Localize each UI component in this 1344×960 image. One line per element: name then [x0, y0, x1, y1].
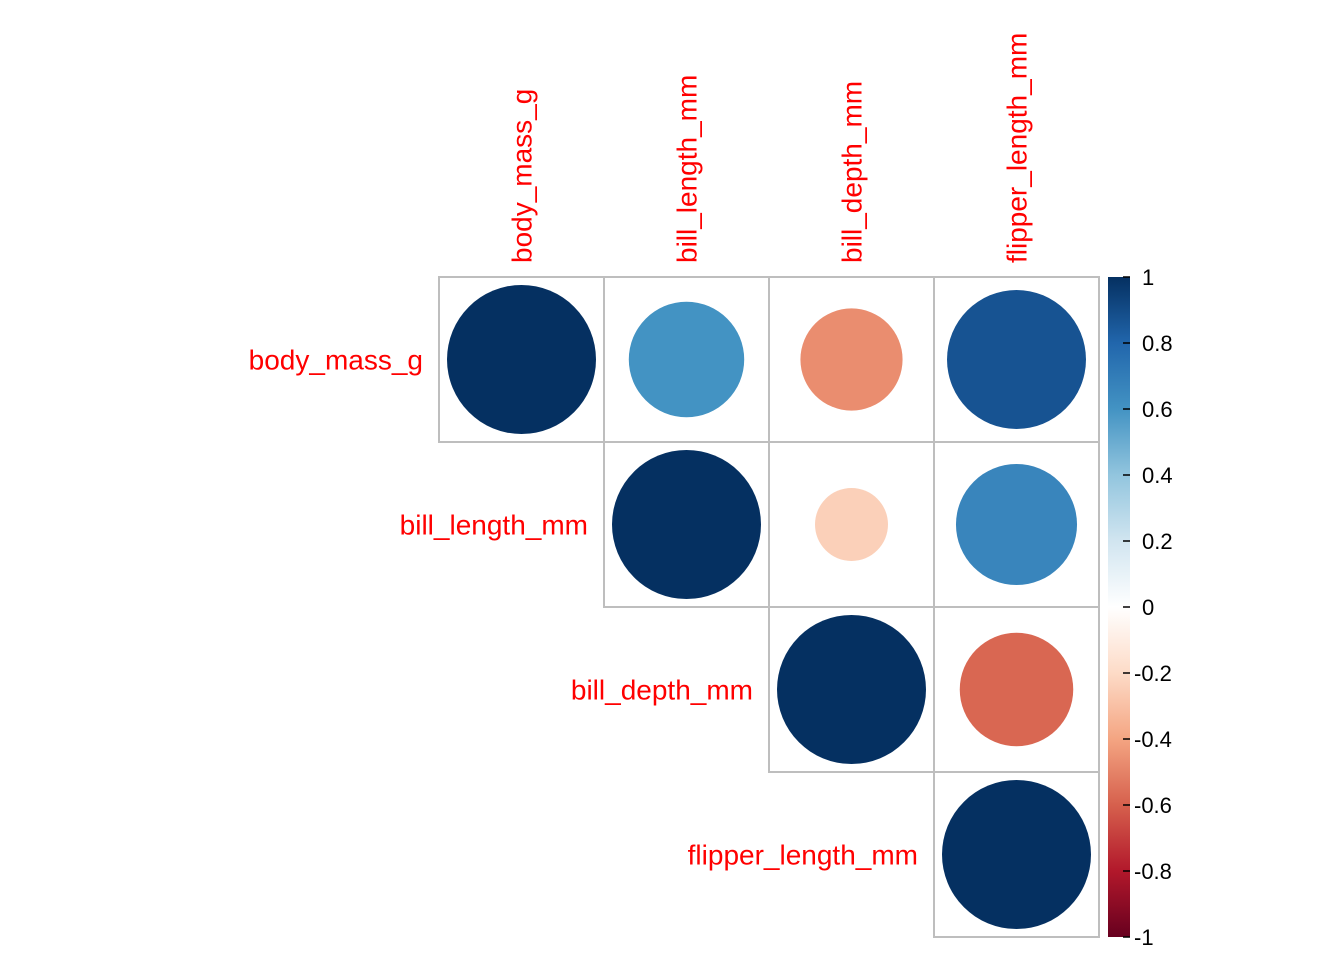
corr-circle-body_mass_g-flipper_length_mm — [947, 290, 1086, 429]
colorbar-tick-label: 0.6 — [1142, 397, 1173, 422]
colorbar-tick-label: -0.2 — [1134, 661, 1172, 686]
colorbar-gradient — [1108, 277, 1130, 937]
corr-circle-body_mass_g-bill_length_mm — [628, 301, 745, 418]
row-label-bill_length_mm: bill_length_mm — [400, 510, 588, 541]
colorbar-tick-label: 1 — [1142, 265, 1154, 290]
row-label-bill_depth_mm: bill_depth_mm — [571, 675, 753, 706]
corr-circle-bill_depth_mm-bill_depth_mm — [777, 615, 926, 764]
row-labels: body_mass_g bill_length_mm bill_depth_mmfl… — [249, 345, 918, 871]
col-label-bill_length_mm: bill_length_mm — [672, 75, 703, 263]
colorbar-tick-label: -0.6 — [1134, 793, 1172, 818]
col-label-flipper_length_mm: flipper_length_mm — [1002, 33, 1033, 263]
corr-circle-body_mass_g-bill_depth_mm — [800, 308, 903, 411]
corr-circle-flipper_length_mm-flipper_length_mm — [942, 780, 1091, 929]
cell-grid — [438, 276, 1100, 938]
cell-flipper_length_mm-flipper_length_mm — [933, 771, 1100, 938]
col-label-bill_depth_mm: bill_depth_mm — [837, 81, 868, 263]
corr-circle-bill_length_mm-flipper_length_mm — [955, 463, 1078, 586]
colorbar-tick-label: -0.8 — [1134, 859, 1172, 884]
col-label-body_mass_g: body_mass_g — [507, 89, 538, 263]
colorbar-tick-label: -0.4 — [1134, 727, 1172, 752]
column-labels: body_mass_g bill_length_mm bill_depth_mm fl… — [507, 33, 1033, 263]
colorbar-tick-label: -1 — [1134, 925, 1154, 950]
row-label-body_mass_g: body_mass_g — [249, 345, 423, 376]
corr-circle-bill_length_mm-bill_length_mm — [612, 450, 761, 599]
row-label-flipper_length_mm: flipper_length_mm — [688, 840, 918, 871]
corr-circle-body_mass_g-body_mass_g — [447, 285, 596, 434]
corr-circle-bill_depth_mm-flipper_length_mm — [959, 632, 1074, 747]
colorbar-tick-label: 0 — [1142, 595, 1154, 620]
colorbar: 1 0.8 0.6 0.4 0.2 0 -0.2 -0.4 -0.6 -0.8 -1 — [1108, 265, 1173, 950]
colorbar-tick-label: 0.4 — [1142, 463, 1173, 488]
colorbar-tick-label: 0.8 — [1142, 331, 1173, 356]
colorbar-tick-label: 0.2 — [1142, 529, 1173, 554]
corr-circle-bill_length_mm-bill_depth_mm — [815, 488, 888, 561]
